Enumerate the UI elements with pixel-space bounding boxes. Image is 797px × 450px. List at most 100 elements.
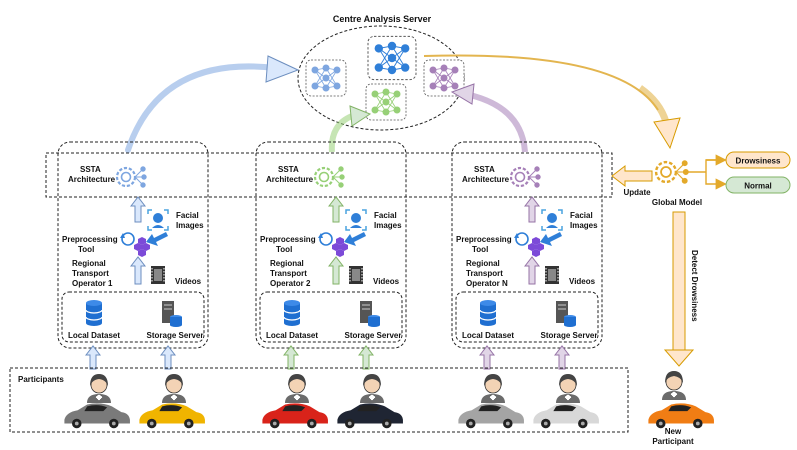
server-to-global-arrow [423,54,681,150]
participant-upload-arrow [84,345,102,370]
preprocessing-tool-icon [317,232,349,258]
participant-car-2 [139,373,205,429]
operator-name-line1: Regional [72,259,106,268]
global-model-label: Global Model [652,198,702,207]
videos-label: Videos [175,277,202,286]
upload-arrows [125,55,528,153]
preprocessing-tool-icon [513,232,545,258]
participants-label: Participants [18,375,64,384]
normal-label: Normal [744,182,772,191]
participant-car-5 [458,373,524,429]
ssta-strip [45,152,613,198]
facial-label-line1: Facial [176,211,199,220]
facial-images-icon [345,209,367,231]
output-connectors [688,154,724,184]
storage-server-icon [555,300,577,328]
global-model-icon [654,160,689,184]
storage-server-label: Storage Server [541,331,598,340]
ssta-label-line1: SSTA [80,165,101,174]
videos-icon [150,265,166,285]
operator-name-line3: Operator 2 [270,279,311,288]
operator-name-line1: Regional [270,259,304,268]
arrow-to-preprocessing [523,256,541,285]
arrow-to-ssta [129,196,147,223]
facial-label-line2: Images [570,221,598,230]
operator-group-3: SSTAArchitecturePreprocessingToolRegiona… [451,141,603,370]
operator-name-line1: Regional [466,259,500,268]
preprocessing-label-line2: Tool [78,245,94,254]
facial-label-line2: Images [176,221,204,230]
local-dataset-label: Local Dataset [68,331,120,340]
operator-boundary [57,141,209,349]
preprocessing-label-line1: Preprocessing [456,235,512,244]
operator-boundary [255,141,407,349]
participant-upload-arrow [159,345,177,370]
operator-name-line2: Transport [72,269,109,278]
normal-output [725,176,791,194]
ssta-architecture-icon [313,165,346,189]
drowsiness-output [725,151,791,169]
storage-server-label: Storage Server [345,331,402,340]
new-participant [648,370,714,429]
ssta-label-line2: Architecture [68,175,116,184]
storage-server-label: Storage Server [147,331,204,340]
local-dataset-icon [85,299,103,327]
detect-drowsiness-arrow [663,211,695,367]
new-participant-label-2: Participant [652,437,694,446]
operator-boundary [451,141,603,349]
participant-car-6 [533,373,599,429]
facial-to-tool-arrow [146,232,168,246]
videos-label: Videos [569,277,596,286]
preprocessing-tool-icon [119,232,151,258]
ssta-label-line1: SSTA [474,165,495,174]
storage-server-icon [359,300,381,328]
storage-boundary [455,291,599,343]
participant-upload-arrow [282,345,300,370]
participant-car-1 [64,373,130,429]
preprocessing-label-line1: Preprocessing [260,235,316,244]
ssta-architecture-icon [509,165,542,189]
participant-car-3 [262,373,328,429]
detect-drowsiness-label: Detect Drowsiness [690,250,699,322]
facial-images-icon [147,209,169,231]
facial-label-line1: Facial [570,211,593,220]
operator-group-1: SSTAArchitecturePreprocessingToolRegiona… [57,141,209,370]
update-arrow [611,164,653,188]
videos-icon [544,265,560,285]
operator-name-line3: Operator 1 [72,279,113,288]
arrow-to-preprocessing [129,256,147,285]
participant-car-4 [337,373,403,429]
operator-group-2: SSTAArchitecturePreprocessingToolRegiona… [255,141,407,370]
videos-icon [348,265,364,285]
participant-upload-arrow [357,345,375,370]
preprocessing-label-line1: Preprocessing [62,235,118,244]
facial-to-tool-arrow [344,232,366,246]
operator-name-line2: Transport [270,269,307,278]
ssta-label-line1: SSTA [278,165,299,174]
participants-strip [9,367,629,433]
videos-label: Videos [373,277,400,286]
local-dataset-label: Local Dataset [462,331,514,340]
update-label: Update [623,188,651,197]
arrow-to-preprocessing [327,256,345,285]
new-participant-label-1: New [665,427,682,436]
server-title: Centre Analysis Server [333,14,432,24]
operator-name-line2: Transport [466,269,503,278]
ssta-label-line2: Architecture [462,175,510,184]
preprocessing-label-line2: Tool [276,245,292,254]
ssta-label-line2: Architecture [266,175,314,184]
server-network-icons [305,35,465,121]
arrow-to-ssta [327,196,345,223]
local-dataset-icon [479,299,497,327]
facial-to-tool-arrow [540,232,562,246]
drowsiness-label: Drowsiness [736,157,781,166]
operator-name-line3: Operator N [466,279,508,288]
storage-boundary [61,291,205,343]
storage-server-icon [161,300,183,328]
participant-upload-arrow [478,345,496,370]
arrow-to-ssta [523,196,541,223]
local-dataset-icon [283,299,301,327]
ssta-architecture-icon [115,165,148,189]
facial-label-line1: Facial [374,211,397,220]
